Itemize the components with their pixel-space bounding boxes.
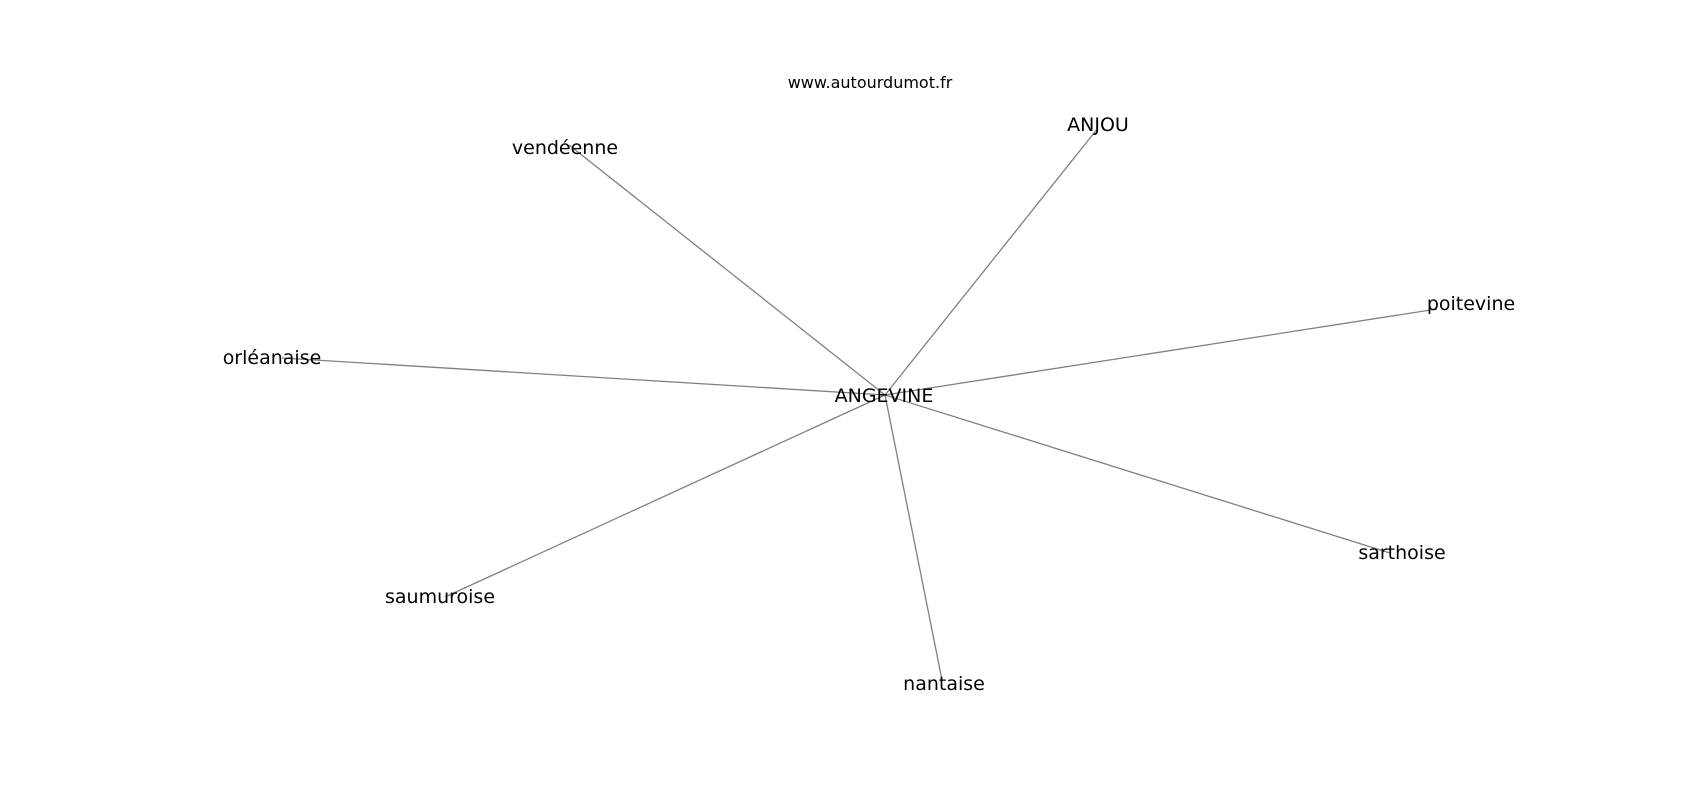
edges-group [281, 127, 1438, 681]
labels-group: ANGEVINE ANJOU vendéenne poitevine orléanais… [223, 114, 1515, 695]
edge-angevine-sarthoise [884, 394, 1391, 554]
node-label-nantaise[interactable]: nantaise [903, 673, 985, 695]
edge-angevine-poitevine [884, 308, 1438, 396]
edge-angevine-orleanaise [281, 357, 886, 396]
node-label-orleanaise[interactable]: orléanaise [223, 347, 322, 369]
edge-angevine-nantaise [884, 394, 943, 681]
edge-angevine-saumuroise [444, 394, 886, 598]
node-label-poitevine[interactable]: poitevine [1427, 293, 1515, 315]
edge-angevine-anjou [884, 127, 1099, 396]
node-label-saumuroise[interactable]: saumuroise [385, 586, 495, 608]
edge-angevine-vendeenne [568, 144, 886, 396]
site-watermark: www.autourdumot.fr [788, 73, 953, 92]
node-label-anjou[interactable]: ANJOU [1067, 114, 1129, 136]
node-label-vendeenne[interactable]: vendéenne [512, 137, 618, 159]
node-label-sarthoise[interactable]: sarthoise [1358, 542, 1445, 564]
node-label-angevine[interactable]: ANGEVINE [835, 385, 934, 407]
